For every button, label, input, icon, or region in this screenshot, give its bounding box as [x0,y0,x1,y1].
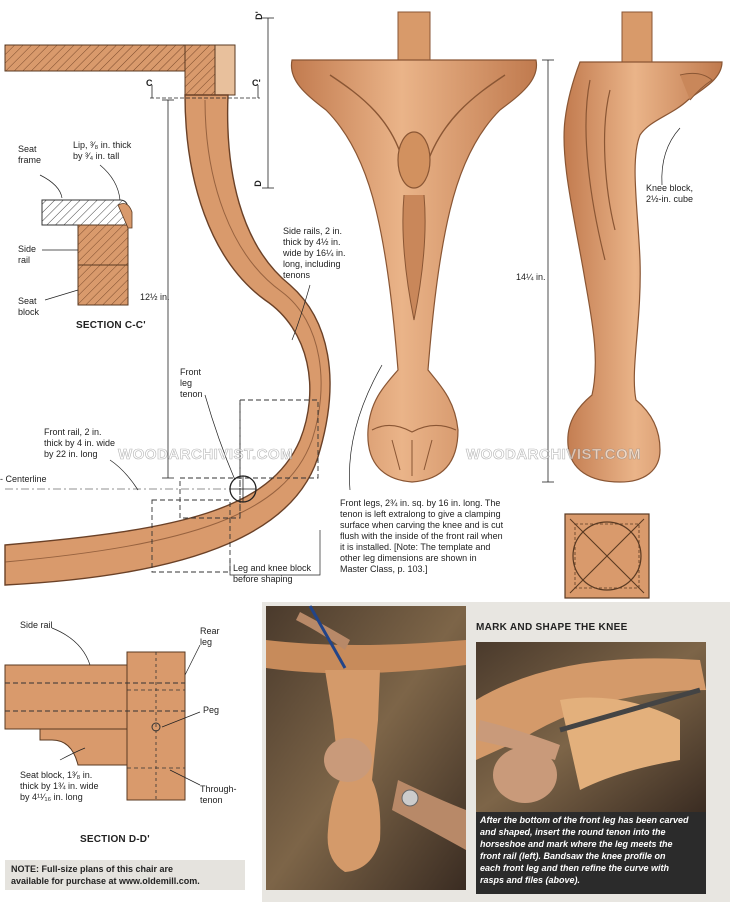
horseshoe-seat-rail [4,94,331,586]
label-d-prime: D' [253,11,264,20]
label-d: D [252,180,263,187]
label-12-in: 12½ in. [140,292,170,302]
carved-leg-front-view [290,11,538,483]
centerline-text: Centerline [5,474,47,484]
label-c: C [146,78,153,88]
caption-bg [476,812,706,894]
leg-knee-block-outline [151,399,319,573]
photo-panel-heading: MARK AND SHAPE THE KNEE [476,622,628,633]
seat-frame-top-rail [4,44,236,96]
photo-marking-leg [266,605,466,890]
tenon-circle [229,475,257,503]
label-side-rails: Side rails, 2 in. thick by 4½ in. wide b… [283,226,346,280]
section-c-markers [150,85,260,99]
label-14-in: 14¼ in. [516,272,546,282]
label-leg-knee-block: Leg and knee block before shaping [233,563,312,584]
carved-leg-side-view [563,11,723,483]
label-lip: Lip, ³⁄₈ in. thick by ³⁄₄ in. tall [73,140,132,161]
photo-panel-caption: After the bottom of the front leg has be… [480,815,689,885]
label-side-rail-dd: Side rail [20,620,53,630]
dimension-d-line [262,17,274,189]
label-front-leg-tenon: Front leg tenon [180,367,203,399]
label-rear-leg: Rear leg [200,626,220,647]
section-dd-drawing [4,651,186,801]
dimension-12-line [162,99,174,479]
section-dd-title: SECTION D-D' [80,834,150,845]
section-cc-title: SECTION C-C' [76,320,146,331]
label-front-rail: Front rail, 2 in. thick by 4 in. wide by… [44,427,116,459]
dimension-14-line [542,59,554,483]
label-seat-block-small: Seat block [18,296,40,317]
label-centerline: - Centerline [0,474,47,484]
note-plans: NOTE: Full-size plans of this chair are … [5,860,245,890]
section-dd-leaders [51,627,201,786]
label-seat-frame: Seat frame [18,144,42,165]
watermark-left: WOODARCHIVIST.COM [118,446,294,464]
label-through-tenon: Through- tenon [200,784,237,805]
leader-lines [39,127,681,576]
label-c-prime: C' [252,78,261,88]
watermark-right: WOODARCHIVIST.COM [466,446,642,464]
photo-rasping-knee [476,642,706,812]
section-cc-drawing [41,199,133,306]
label-seat-block-dd: Seat block, 1³⁄₈ in. thick by 1¾ in. wid… [20,770,99,802]
label-knee-block: Knee block, 2½-in. cube [646,183,694,204]
leg-cross-section [564,513,650,599]
label-side-rail-small: Side rail [18,244,37,265]
label-front-legs: Front legs, 2¾ in. sq. by 16 in. long. T… [340,498,504,574]
label-peg: Peg [203,705,220,715]
